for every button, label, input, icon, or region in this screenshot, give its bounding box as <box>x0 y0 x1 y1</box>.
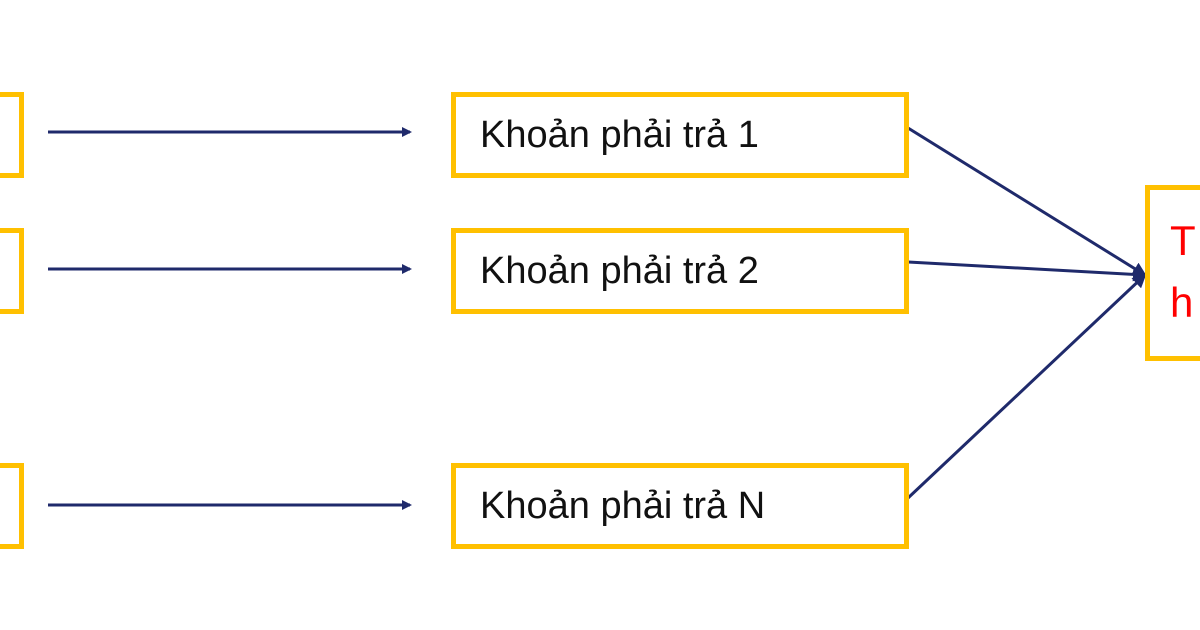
payable-box-1: Khoản phải trả 1 <box>451 92 909 178</box>
target-line-1: T <box>1170 217 1196 264</box>
source-box-2 <box>0 228 24 314</box>
converge-arrow-1 <box>907 126 1147 277</box>
converge-arrow-2 <box>907 260 1147 282</box>
target-line-2: h <box>1170 279 1194 326</box>
target-box: T h <box>1145 185 1200 361</box>
source-box-1 <box>0 92 24 178</box>
converge-arrow-3 <box>906 273 1147 500</box>
payable-box-n: Khoản phải trả N <box>451 463 909 549</box>
payable-label: Khoản phải trả 1 <box>480 113 759 156</box>
payable-label: Khoản phải trả 2 <box>480 249 759 292</box>
payable-label: Khoản phải trả N <box>480 484 766 527</box>
source-box-n <box>0 463 24 549</box>
payable-box-2: Khoản phải trả 2 <box>451 228 909 314</box>
